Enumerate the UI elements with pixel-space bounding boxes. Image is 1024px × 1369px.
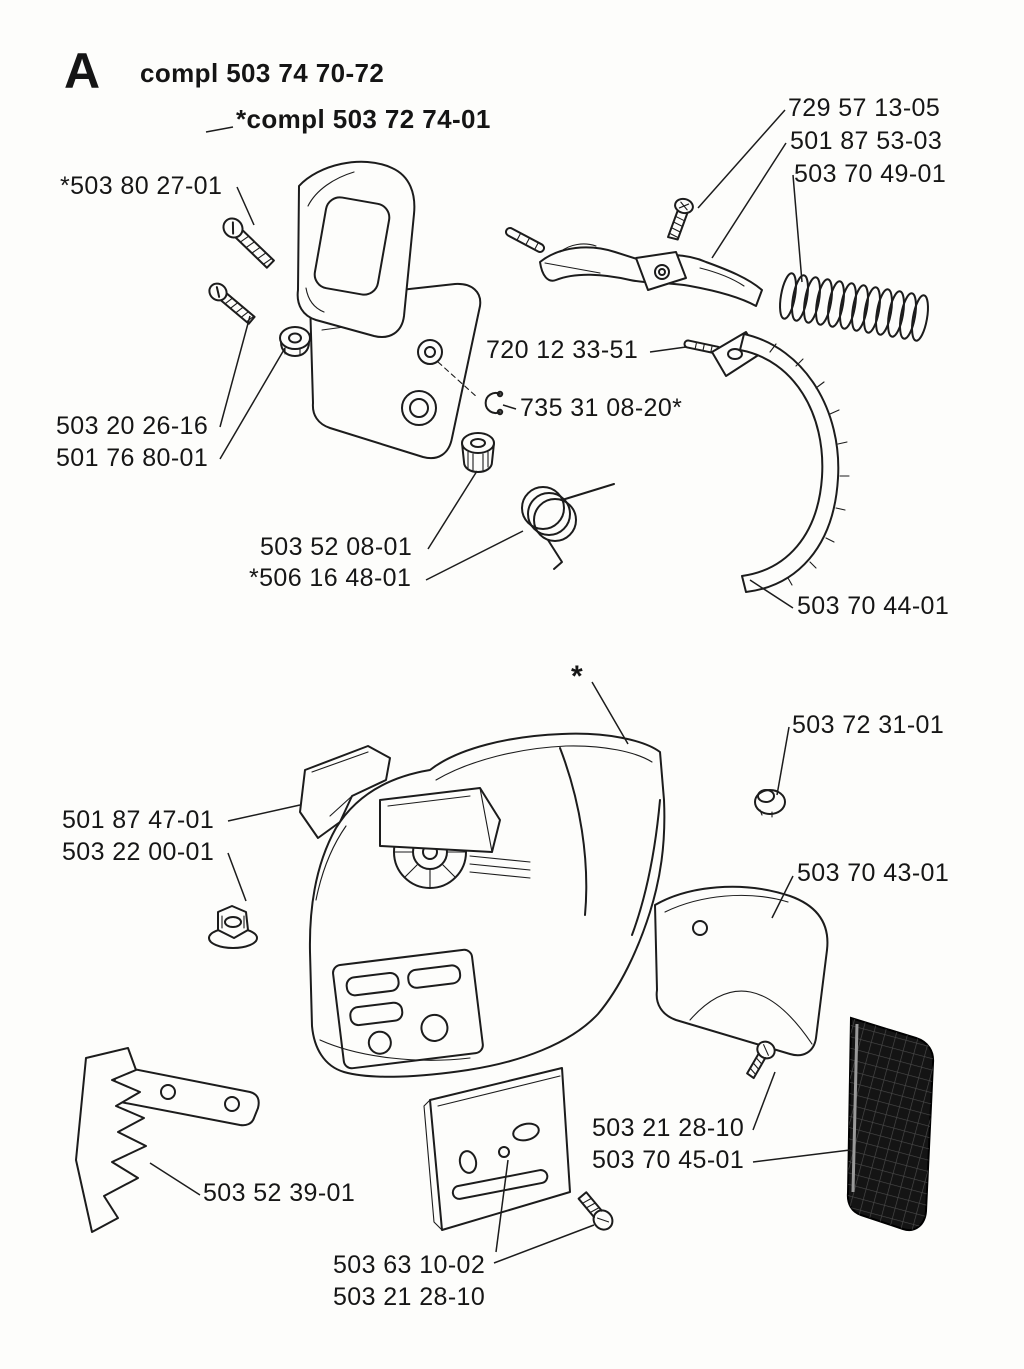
cylinder-cover-drawing — [846, 1017, 935, 1232]
coil-spring-drawing — [779, 272, 929, 342]
section-letter: A — [64, 43, 101, 99]
part-label-bracket: 501 87 47-01 — [62, 806, 215, 834]
part-label-screw: 503 20 26-16 — [56, 412, 209, 440]
part-label-lock-ring: 735 31 08-20* — [520, 394, 683, 422]
screw-drawing — [208, 282, 256, 325]
brake-lever-drawing — [505, 227, 763, 307]
clutch-cover-drawing — [308, 732, 666, 1078]
part-label-cover-plate: 503 70 43-01 — [797, 859, 950, 887]
torx-screw-drawing — [667, 197, 694, 241]
lock-ring-drawing — [484, 390, 504, 416]
wrench-drawing — [75, 1047, 260, 1233]
part-label-bushing: 503 72 31-01 — [792, 711, 945, 739]
part-label-flange-nut: 503 22 00-01 — [62, 838, 215, 866]
part-label-guard-bolt: *503 80 27-01 — [60, 172, 223, 200]
part-label-cap: 503 52 08-01 — [260, 533, 413, 561]
side-cover-drawing — [654, 885, 829, 1057]
guide-plate-drawing — [423, 1067, 571, 1231]
leader-lines — [149, 109, 851, 1264]
part-label-coil-spring: 503 70 49-01 — [794, 160, 947, 188]
part-label-washer: 501 76 80-01 — [56, 444, 209, 472]
subassembly-title: *compl 503 72 74-01 — [236, 104, 491, 134]
assembly-title: compl 503 74 70-72 — [140, 58, 385, 88]
part-label-brake-lever: 501 87 53-03 — [790, 127, 943, 155]
asterisk-marker: * — [571, 660, 584, 693]
part-label-brake-band: 503 70 44-01 — [797, 592, 950, 620]
part-label-screw-lower: 503 21 28-10 — [333, 1283, 486, 1311]
guard-bolt-drawing — [222, 217, 275, 269]
part-label-bar-screw: 503 63 10-02 — [333, 1251, 486, 1279]
cap-drawing — [461, 432, 495, 473]
bar-screw-drawing — [577, 1191, 614, 1231]
bracket-drawing — [299, 745, 391, 839]
brake-band-drawing — [711, 331, 850, 593]
torsion-spring-drawing — [521, 483, 615, 570]
part-label-torsion-spring: *506 16 48-01 — [249, 564, 412, 592]
part-label-screw-upper: 503 21 28-10 — [592, 1114, 745, 1142]
part-label-pin: 720 12 33-51 — [486, 336, 639, 364]
bushing-drawing — [754, 789, 786, 818]
pin-drawing — [683, 339, 722, 355]
washer-drawing — [279, 326, 311, 357]
part-label-torx-screw: 729 57 13-05 — [788, 94, 941, 122]
flange-nut-drawing — [208, 905, 258, 949]
part-label-side-plate: 503 70 45-01 — [592, 1146, 745, 1174]
cover-screw-drawing — [746, 1040, 776, 1080]
hand-guard-drawing — [296, 160, 416, 338]
part-label-wrench: 503 52 39-01 — [203, 1179, 356, 1207]
